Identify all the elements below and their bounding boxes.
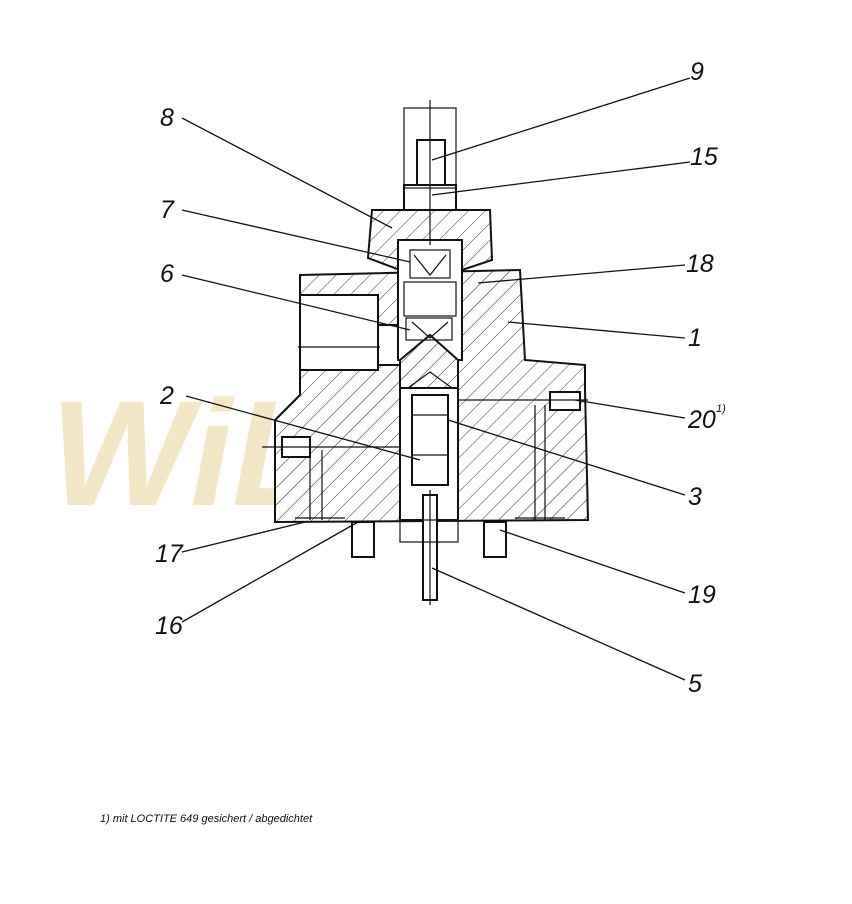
callout-9: 9 (690, 58, 704, 86)
right-plug (549, 391, 581, 411)
screw-left (351, 521, 375, 558)
callout-3: 3 (688, 483, 702, 511)
callout-2: 2 (159, 382, 174, 410)
callout-15: 15 (690, 143, 718, 171)
callout-8: 8 (160, 104, 174, 132)
screw-right (483, 521, 507, 558)
callout-19: 19 (688, 581, 716, 609)
footnote: 1) mit LOCTITE 649 gesichert / abgedicht… (100, 813, 313, 825)
side-port-plug (377, 324, 401, 366)
side-port (299, 294, 379, 371)
callout-1: 1 (688, 324, 702, 352)
valve-cone (399, 333, 459, 389)
callout-17: 17 (155, 540, 184, 568)
leader-lines (181, 77, 691, 681)
inner-piston (411, 394, 449, 486)
callout-20-superscript: 1) (716, 403, 726, 415)
callout-18: 18 (686, 250, 714, 278)
callout-16: 16 (155, 612, 183, 640)
callout-6: 6 (160, 260, 174, 288)
spindle (416, 139, 446, 189)
callout-20: 20 (687, 406, 716, 434)
callout-7: 7 (160, 196, 175, 224)
callout-5: 5 (688, 670, 702, 698)
